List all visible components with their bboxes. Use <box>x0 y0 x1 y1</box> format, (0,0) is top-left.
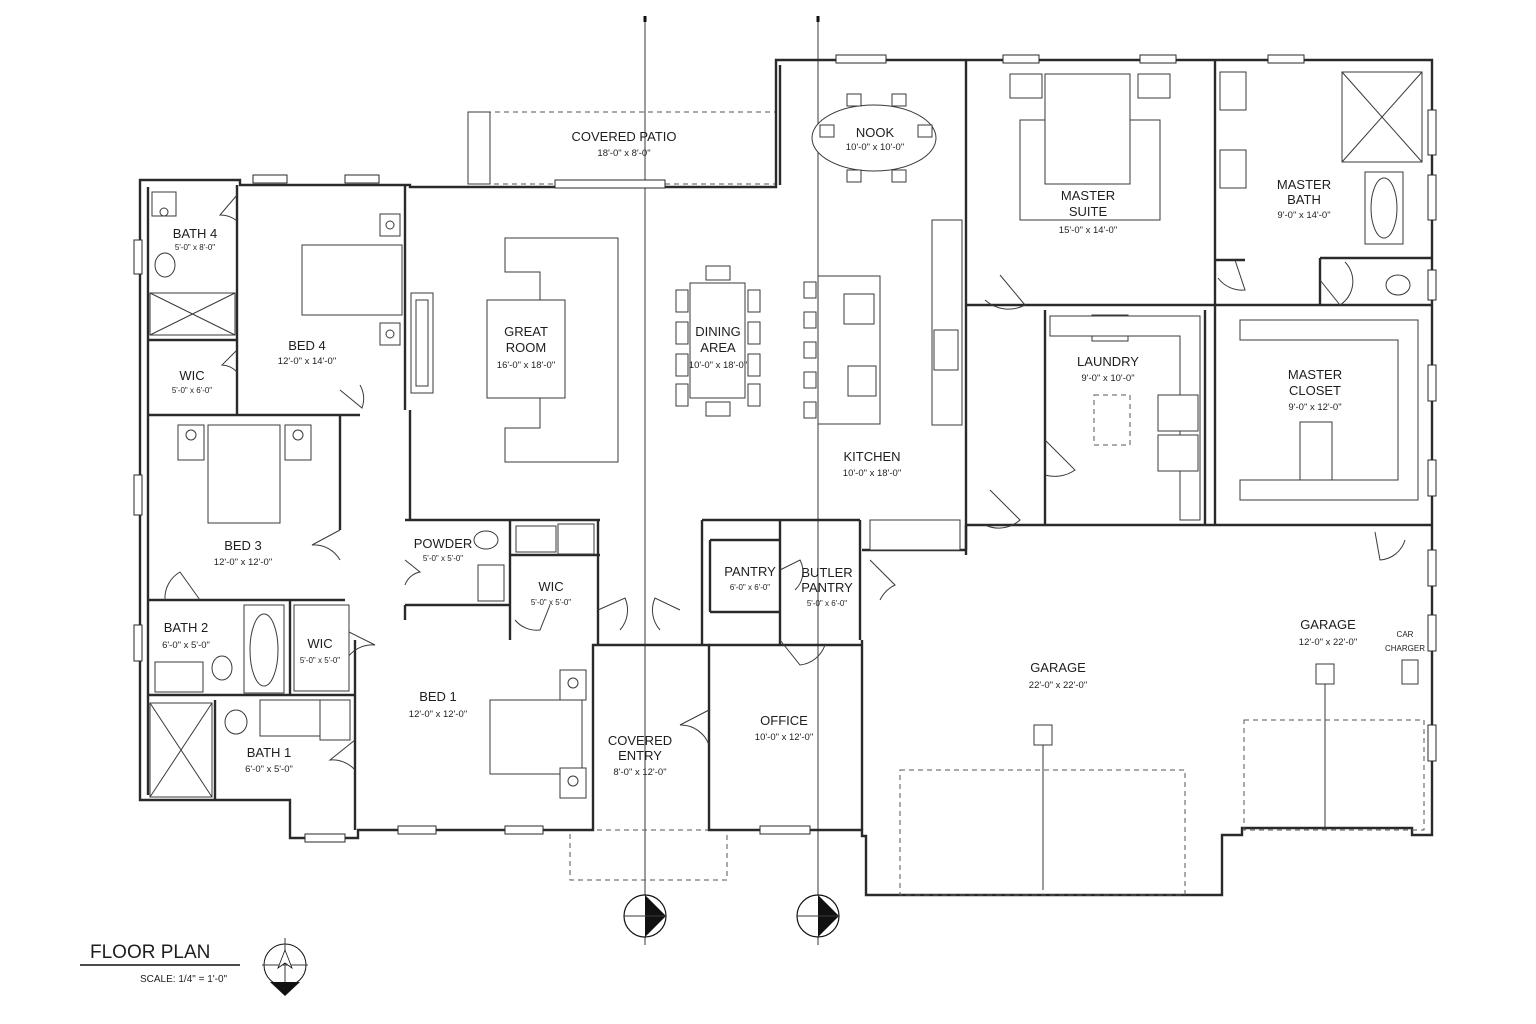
wic-bed4-label: WIC <box>179 368 204 383</box>
powder-label: POWDER <box>414 536 473 551</box>
section-marker-left <box>623 894 667 938</box>
laundry-dims: 9'-0" x 10'-0" <box>1081 373 1134 384</box>
covered-entry-label-1: COVERED <box>608 733 672 748</box>
office-label: OFFICE <box>760 713 808 728</box>
nook-dims: 10'-0" x 10'-0" <box>846 142 904 153</box>
kitchen-dims: 10'-0" x 18'-0" <box>843 468 901 479</box>
butler-pantry-dims: 5'-0" x 6'-0" <box>807 599 847 608</box>
plan-scale: SCALE: 1/4" = 1'-0" <box>140 974 228 985</box>
covered-patio-label: COVERED PATIO <box>572 129 677 144</box>
garage-side-label: GARAGE <box>1300 617 1356 632</box>
bed4-label: BED 4 <box>288 338 326 353</box>
laundry-label: LAUNDRY <box>1077 354 1139 369</box>
butler-pantry-label-1: BUTLER <box>801 565 852 580</box>
dining-label-2: AREA <box>700 340 736 355</box>
master-closet-label-1: MASTER <box>1288 367 1342 382</box>
kitchen-label: KITCHEN <box>843 449 900 464</box>
garage-main-label: GARAGE <box>1030 660 1086 675</box>
bath2-dims: 6'-0" x 5'-0" <box>162 640 210 651</box>
car-charger-label-1: CAR <box>1397 630 1414 639</box>
bath1-dims: 6'-0" x 5'-0" <box>245 764 293 775</box>
room-labels: COVERED PATIO 18'-0" x 8'-0" NOOK 10'-0"… <box>162 125 1425 778</box>
covered-entry-label-2: ENTRY <box>618 748 662 763</box>
bed3-label: BED 3 <box>224 538 262 553</box>
bath2-label: BATH 2 <box>164 620 209 635</box>
car-charger-label-2: CHARGER <box>1385 644 1425 653</box>
bath4-dims: 5'-0" x 8'-0" <box>175 243 215 252</box>
north-arrow-icon <box>262 938 308 996</box>
fixtures <box>149 71 1425 896</box>
master-suite-label-1: MASTER <box>1061 188 1115 203</box>
butler-pantry-label-2: PANTRY <box>801 580 853 595</box>
pantry-label: PANTRY <box>724 564 776 579</box>
great-room-label-1: GREAT <box>504 324 548 339</box>
wic-bed1-label: WIC <box>538 579 563 594</box>
master-bath-dims: 9'-0" x 14'-0" <box>1277 210 1330 221</box>
wic-bath2-dims: 5'-0" x 5'-0" <box>300 656 340 665</box>
master-bath-label-1: MASTER <box>1277 177 1331 192</box>
dining-dims: 10'-0" x 18'-0" <box>689 360 747 371</box>
pantry-dims: 6'-0" x 6'-0" <box>730 583 770 592</box>
bed1-label: BED 1 <box>419 689 457 704</box>
doors <box>164 194 1406 771</box>
title-block: FLOOR PLAN SCALE: 1/4" = 1'-0" <box>80 942 240 985</box>
master-closet-dims: 9'-0" x 12'-0" <box>1288 402 1341 413</box>
plan-title: FLOOR PLAN <box>90 942 210 963</box>
great-room-dims: 16'-0" x 18'-0" <box>497 360 555 371</box>
bed1-dims: 12'-0" x 12'-0" <box>409 709 467 720</box>
windows <box>133 54 1437 843</box>
bed4-dims: 12'-0" x 14'-0" <box>278 356 336 367</box>
reference-grid-lines <box>643 16 820 945</box>
office-dims: 10'-0" x 12'-0" <box>755 732 813 743</box>
covered-patio-dims: 18'-0" x 8'-0" <box>597 148 650 159</box>
bath4-label: BATH 4 <box>173 226 218 241</box>
garage-main-dims: 22'-0" x 22'-0" <box>1029 680 1087 691</box>
dining-label-1: DINING <box>695 324 741 339</box>
garage-side-dims: 12'-0" x 22'-0" <box>1299 637 1357 648</box>
master-closet-label-2: CLOSET <box>1289 383 1341 398</box>
wic-bath2-label: WIC <box>307 636 332 651</box>
master-suite-label-2: SUITE <box>1069 204 1108 219</box>
bath1-label: BATH 1 <box>247 745 292 760</box>
wic-bed4-dims: 5'-0" x 6'-0" <box>172 386 212 395</box>
wic-bed1-dims: 5'-0" x 5'-0" <box>531 598 571 607</box>
bed3-dims: 12'-0" x 12'-0" <box>214 557 272 568</box>
master-suite-dims: 15'-0" x 14'-0" <box>1059 225 1117 236</box>
interior-walls <box>146 60 1432 830</box>
entry-porch-outline <box>569 829 728 881</box>
great-room-label-2: ROOM <box>506 340 546 355</box>
covered-entry-dims: 8'-0" x 12'-0" <box>613 767 666 778</box>
nook-label: NOOK <box>856 125 895 140</box>
powder-dims: 5'-0" x 5'-0" <box>423 554 463 563</box>
section-marker-right <box>796 894 840 938</box>
master-bath-label-2: BATH <box>1287 192 1321 207</box>
